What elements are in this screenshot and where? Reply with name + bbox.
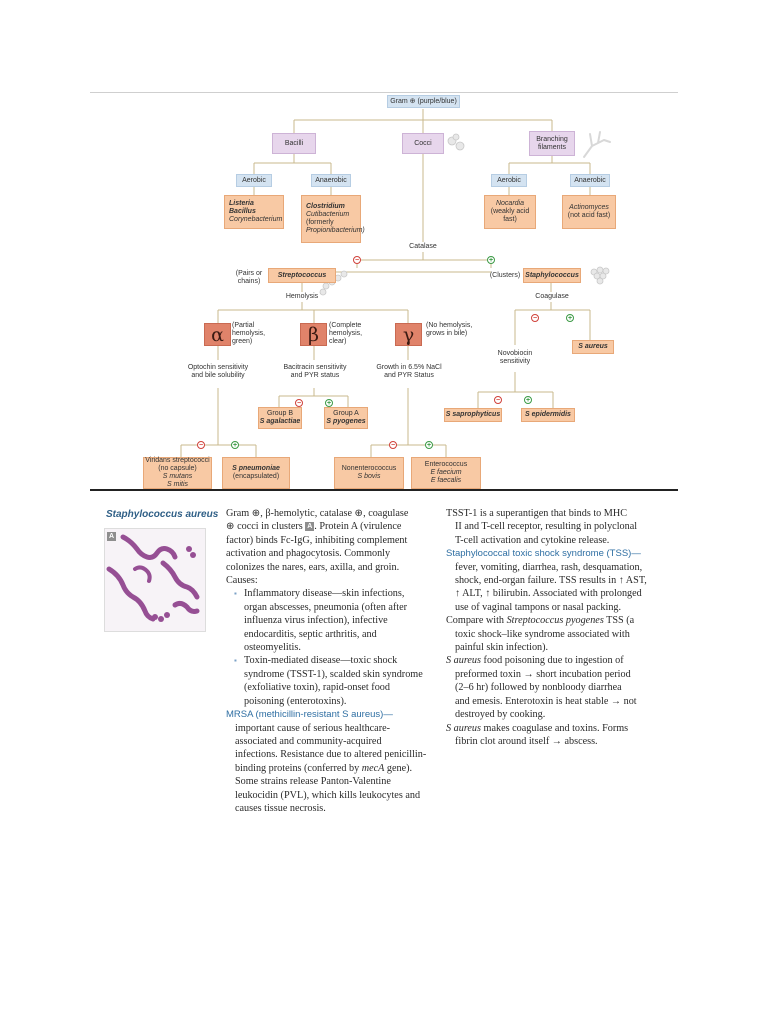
s-aureus-node: S aureus [572,340,614,354]
bacitracin-negative-icon: − [295,399,303,407]
aerobic-bacilli-node: Aerobic [236,174,272,187]
coagulase-positive-icon: + [566,314,574,322]
staphylococcus-node: Staphylococcus [523,268,581,283]
aerobic-filaments-node: Aerobic [491,174,527,187]
food-poisoning-paragraph: S aureus food poisoning due to ingestion… [446,655,637,721]
gamma-description: (No hemolysis,grows in bile) [426,322,473,337]
section-title: Staphylococcus aureus [106,509,219,520]
description-paragraph: Gram ⊕, β-hemolytic, catalase ⊕, coagula… [226,508,409,573]
mrsa-heading: MRSA (methicillin-resistant S aureus)— [226,709,393,721]
gram-color-label: (purple/blue) [417,97,457,105]
gram-stain-micrograph: A [104,528,206,632]
anaerobic-bacilli-node: Anaerobic [311,174,351,187]
bacitracin-positive-icon: + [325,399,333,407]
cocci-node: Cocci [402,133,444,154]
compare-paragraph: Compare with Streptococcus pyogenes TSS … [446,615,635,654]
branching-filaments-icon [583,131,611,158]
middle-text-column: Gram ⊕, β-hemolytic, catalase ⊕, coagula… [226,507,440,815]
section-divider [90,489,678,491]
s-epidermidis-node: S epidermidis [521,408,575,422]
coagulase-label: Coagulase [535,293,569,300]
nacl-positive-icon: + [425,441,433,449]
gamma-hemolysis-node: γ [395,323,422,346]
catalase-negative-icon: − [353,256,361,264]
bacilli-node: Bacilli [272,133,316,154]
optochin-positive-icon: + [231,441,239,449]
s-saprophyticus-node: S saprophyticus [444,408,502,422]
positive-icon: ⊕ [409,97,416,105]
novobiocin-positive-icon: + [524,396,532,404]
streptococcus-node: Streptococcus [268,268,336,283]
tsst-paragraph: TSST-1 is a superantigen that binds to M… [446,508,638,546]
right-text-column: TSST-1 is a superantigen that binds to M… [446,507,678,748]
actinomyces-node: Actinomyces(not acid fast) [562,195,616,229]
nocardia-node: Nocardia(weakly acid fast) [484,195,536,229]
micrograph-drawing [106,534,200,622]
figure-a-ref-icon: A [305,522,315,532]
catalase-positive-icon: + [487,256,495,264]
causes-heading: Causes: [226,575,258,587]
s-pneumoniae-node: S pneumoniae(encapsulated) [222,457,290,489]
image-tag-a: A [107,532,116,541]
coagulase-negative-icon: − [531,314,539,322]
tss-heading: Staphylococcal toxic shock syndrome (TSS… [446,548,641,560]
causes-bullet-toxin: Toxin-mediated disease—toxic shock syndr… [226,654,440,708]
optochin-negative-icon: − [197,441,205,449]
tss-paragraph: fever, vomiting, diarrhea, rash, desquam… [455,561,647,613]
causes-bullet-inflammatory: Inflammatory disease—skin infections, or… [226,587,440,654]
mrsa-paragraph: important cause of serious healthcare- a… [235,722,427,814]
hemolysis-label: Hemolysis [285,293,319,300]
viridans-node: Viridans streptococci(no capsule)S mutan… [143,457,212,489]
beta-hemolysis-node: β [300,323,327,346]
gram-label: Gram [390,97,408,105]
anaerobic-filaments-node: Anaerobic [570,174,610,187]
top-rule [90,92,678,93]
catalase-label: Catalase [409,243,437,250]
novobiocin-negative-icon: − [494,396,502,404]
alpha-hemolysis-node: α [204,323,231,346]
gram-positive-node: Gram ⊕ (purple/blue) [387,95,460,108]
nacl-negative-icon: − [389,441,397,449]
clusters-label: (Clusters) [489,272,521,279]
coagulase-paragraph: S aureus makes coagulase and toxins. For… [446,722,629,747]
